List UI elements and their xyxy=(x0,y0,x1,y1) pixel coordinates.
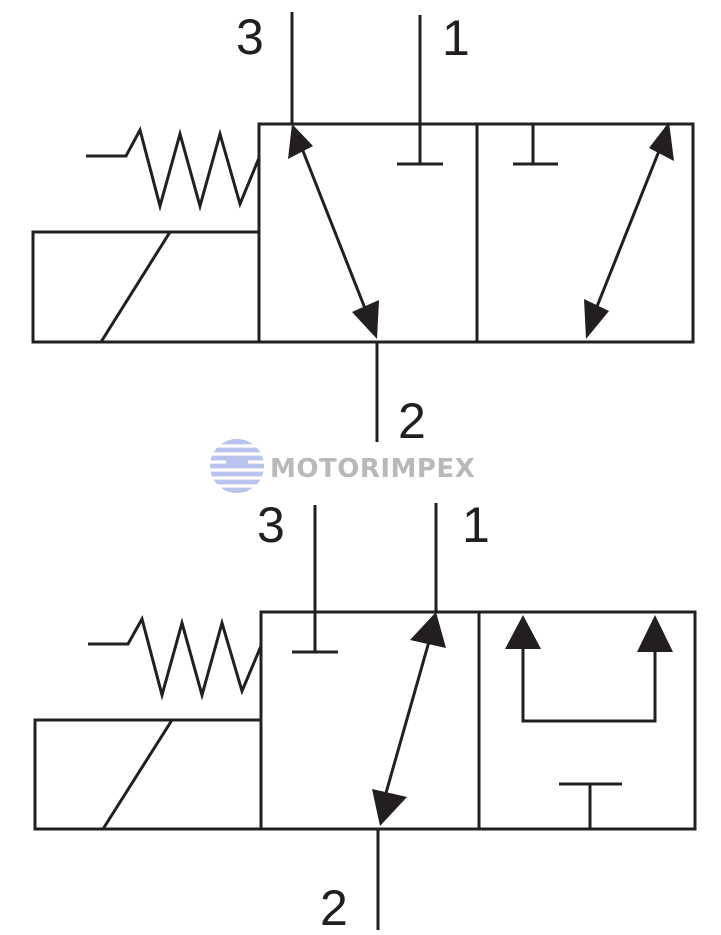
port-label-2: 2 xyxy=(398,393,426,449)
arrow-head-icon xyxy=(637,615,673,652)
port-label-1: 1 xyxy=(462,497,490,553)
valve-symbol-top: 3 1 2 xyxy=(31,9,695,449)
flow-arrow-line xyxy=(592,145,663,315)
flow-arrow-line xyxy=(299,145,370,317)
valve-symbol-bottom: 3 1 2 xyxy=(33,497,697,935)
arrow-head-icon xyxy=(410,612,446,648)
globe-icon xyxy=(205,439,270,493)
port-label-3: 3 xyxy=(257,497,285,553)
solenoid-icon xyxy=(31,230,261,344)
watermark-text: MOTORIMPEX xyxy=(270,454,475,484)
arrow-head-icon xyxy=(352,300,379,339)
arrow-head-icon xyxy=(288,124,313,159)
spring-icon xyxy=(86,125,261,212)
port-label-1: 1 xyxy=(442,10,470,66)
arrow-head-icon xyxy=(584,299,609,339)
solenoid-winding-icon xyxy=(99,231,172,343)
flow-path-line xyxy=(521,645,657,723)
arrow-head-icon xyxy=(649,122,674,161)
solenoid-icon xyxy=(33,718,263,831)
arrow-head-icon xyxy=(505,615,541,649)
solenoid-winding-icon xyxy=(101,719,174,830)
flow-arrow-line xyxy=(382,637,432,801)
port-label-2: 2 xyxy=(320,880,348,935)
watermark: MOTORIMPEX xyxy=(205,439,475,493)
spring-icon xyxy=(88,615,263,701)
port-label-3: 3 xyxy=(236,9,264,65)
arrow-head-icon xyxy=(372,789,407,826)
